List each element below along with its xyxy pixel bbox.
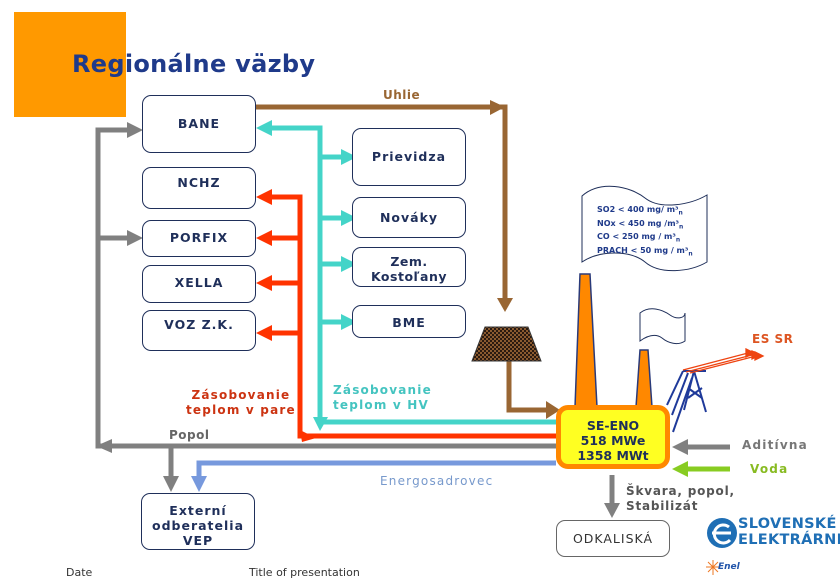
footer-date: Date xyxy=(66,566,93,579)
node-odkaliska: ODKALISKÁ xyxy=(556,520,670,557)
arrow-head-icon xyxy=(256,120,272,136)
arrow-head-icon xyxy=(313,417,328,431)
arrow-head-icon xyxy=(300,430,316,442)
emission-row: SO2 < 400 mg/ m³n xyxy=(597,205,683,217)
steam-flow-line xyxy=(256,189,556,442)
slovenske-elektrarne-logo-icon xyxy=(707,518,737,548)
waste-flow-line xyxy=(604,475,620,518)
power-pylon-icon xyxy=(666,370,707,433)
additive-flow-line xyxy=(672,439,730,455)
enel-logo-icon xyxy=(706,560,720,575)
chimney-tall-icon xyxy=(574,273,598,408)
node-porfix: PORFIX xyxy=(142,220,256,257)
gypsum-flow-line xyxy=(191,460,556,492)
node-xella: XELLA xyxy=(142,265,256,303)
node-bme: BME xyxy=(352,305,466,338)
arrow-head-icon xyxy=(127,122,143,138)
node-bane: BANE xyxy=(142,95,256,153)
label-popol: Popol xyxy=(169,428,210,442)
plant-electric-output: 518 MWe xyxy=(580,433,646,448)
arrow-head-icon xyxy=(191,476,207,492)
arrow-head-icon xyxy=(341,314,357,330)
slovenske-elektrarne-logo: SLOVENSKÉ ELEKTRÁRNE xyxy=(738,516,840,548)
arrow-head-icon xyxy=(341,149,357,165)
arrow-head-icon xyxy=(163,476,179,492)
plant-thermal-output: 1358 MWt xyxy=(577,448,649,463)
arrow-head-icon xyxy=(256,189,272,205)
orange-accent-square xyxy=(14,12,126,117)
emission-row: CO < 250 mg / m³n xyxy=(597,232,681,244)
label-aditivna: Aditívna xyxy=(742,438,808,452)
arrow-head-icon xyxy=(672,439,688,455)
arrow-head-icon xyxy=(256,325,272,341)
emission-row: NOx < 450 mg /m³n xyxy=(597,218,684,231)
emission-flag-icon xyxy=(581,185,708,272)
arrow-head-icon xyxy=(497,298,513,312)
node-externi-odberatelia: Externí odberatelia VEP xyxy=(141,493,255,550)
node-nchz: NCHZ xyxy=(142,167,256,209)
node-voz: VOZ Z.K. xyxy=(142,310,256,351)
label-uhlie: Uhlie xyxy=(383,88,421,102)
emission-limits: SO2 < 400 mg/ m³n NOx < 450 mg /m³n CO <… xyxy=(597,205,693,259)
hot-water-flow-line xyxy=(256,120,556,431)
footer-presentation-title: Title of presentation xyxy=(249,566,360,579)
page-title: Regionálne väzby xyxy=(72,50,316,78)
node-kostolany: Zem. Kostoľany xyxy=(352,247,466,287)
arrow-head-icon xyxy=(341,256,357,272)
node-novaky: Nováky xyxy=(352,197,466,238)
enel-logo-text: Enel xyxy=(718,562,740,572)
chimney-short-icon xyxy=(635,349,653,408)
label-energosadrovec: Energosadrovec xyxy=(380,474,494,488)
arrow-head-icon xyxy=(546,401,560,419)
label-voda: Voda xyxy=(750,462,789,476)
coal-flow-line xyxy=(255,100,560,419)
arrow-head-icon xyxy=(256,275,272,291)
arrow-head-icon xyxy=(256,230,272,246)
plant-name: SE-ENO xyxy=(586,418,640,433)
label-skvara: Škvara, popol,Stabilizát xyxy=(626,484,735,513)
arrow-head-icon xyxy=(127,230,143,246)
coal-heap-icon xyxy=(471,326,542,362)
power-plant-se-eno: SE-ENO 518 MWe 1358 MWt xyxy=(556,405,670,469)
ash-flow-line xyxy=(95,122,556,492)
arrow-head-icon xyxy=(96,439,112,453)
small-flag-icon xyxy=(639,308,686,345)
emission-row: PRACH < 50 mg / m³n xyxy=(597,245,693,258)
arrow-head-icon xyxy=(341,210,357,226)
water-flow-line xyxy=(672,461,730,477)
transmission-lines-icon xyxy=(682,347,765,374)
arrow-head-icon xyxy=(672,461,688,477)
arrow-head-icon xyxy=(604,503,620,518)
node-prievidza: Prievidza xyxy=(352,128,466,186)
label-es-sr: ES SR xyxy=(752,332,794,346)
arrow-head-icon xyxy=(490,100,505,115)
